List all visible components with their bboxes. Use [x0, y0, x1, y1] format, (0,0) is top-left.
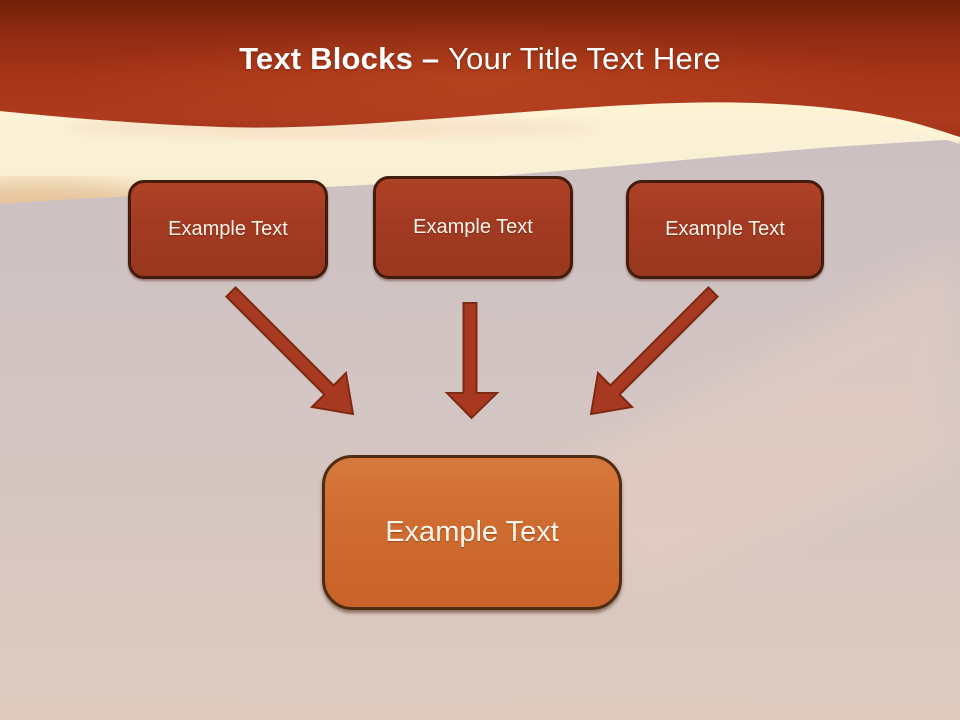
text-block-2: Example Text — [373, 176, 573, 279]
text-block-1: Example Text — [128, 180, 328, 279]
bottom-text-block: Example Text — [322, 455, 622, 610]
slide-title-regular: Your Title Text Here — [448, 41, 721, 76]
sand-dune — [0, 139, 960, 720]
text-block-1-label: Example Text — [168, 218, 288, 240]
slide-title-bold: Text Blocks – — [239, 41, 449, 76]
slide-title: Text Blocks – Your Title Text Here — [0, 0, 960, 118]
wave-rim-light — [523, 103, 960, 144]
dune-highlight-streak — [540, 250, 960, 590]
text-block-2-label: Example Text — [413, 216, 533, 238]
text-block-3: Example Text — [626, 180, 824, 279]
bottom-text-block-label: Example Text — [385, 516, 559, 548]
text-block-3-label: Example Text — [665, 218, 785, 240]
